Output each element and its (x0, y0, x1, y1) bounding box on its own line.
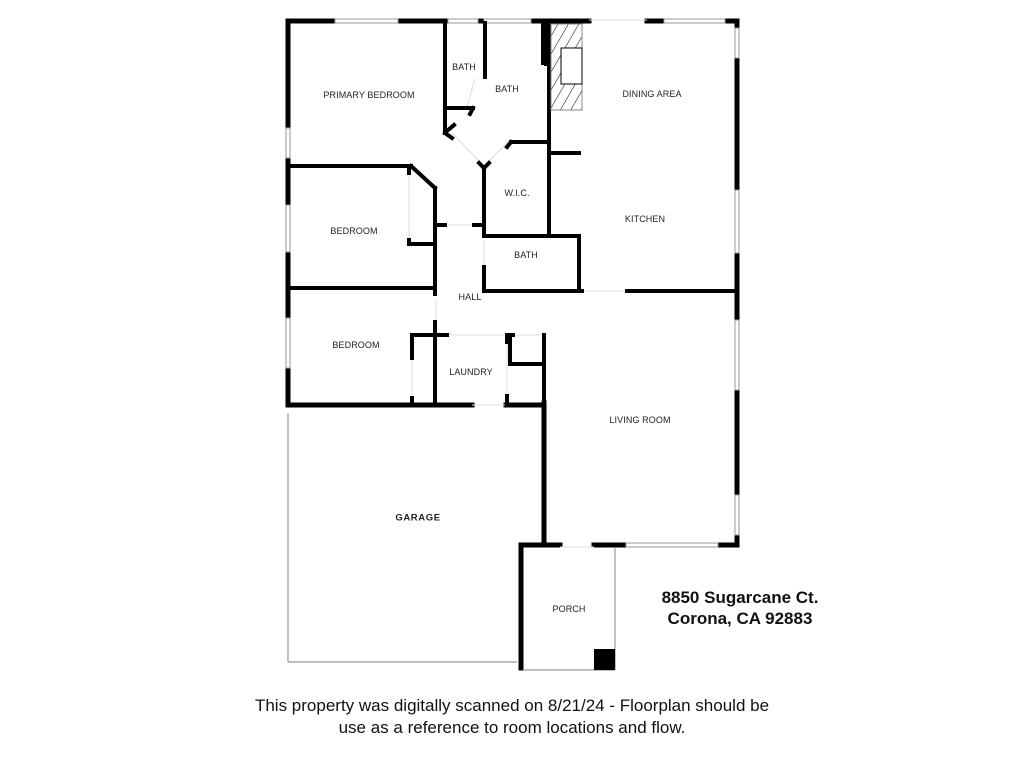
fireplace-hearth (560, 47, 583, 85)
room-label-living-room: LIVING ROOM (609, 415, 671, 425)
room-label-wic: W.I.C. (504, 188, 530, 198)
disclaimer-line-2: use as a reference to room locations and… (338, 718, 686, 737)
room-label-garage: GARAGE (395, 512, 441, 524)
room-label-bath-1: BATH (452, 62, 476, 72)
garage-outline (287, 413, 517, 663)
room-label-bedroom-1: BEDROOM (330, 226, 378, 236)
room-label-bedroom-2: BEDROOM (332, 340, 380, 350)
address-line-2: Corona, CA 92883 (667, 609, 813, 628)
scan-disclaimer: This property was digitally scanned on 8… (255, 695, 769, 739)
windows (285, 18, 740, 548)
property-address: 8850 Sugarcane Ct. Corona, CA 92883 (662, 587, 819, 629)
room-label-bath-2: BATH (495, 84, 519, 94)
exterior-walls (285, 18, 740, 671)
room-label-dining-area: DINING AREA (622, 89, 682, 99)
fireplace-wall (541, 23, 548, 65)
porch-column (594, 649, 615, 670)
room-label-primary-bedroom: PRIMARY BEDROOM (323, 90, 415, 100)
room-label-porch: PORCH (552, 604, 586, 614)
disclaimer-line-1: This property was digitally scanned on 8… (254, 696, 770, 715)
room-label-kitchen: KITCHEN (624, 214, 666, 224)
room-label-laundry: LAUNDRY (449, 367, 493, 377)
room-label-bath-3: BATH (514, 250, 538, 260)
address-line-1: 8850 Sugarcane Ct. (661, 588, 819, 607)
openings (408, 19, 647, 548)
room-label-hall: HALL (458, 292, 482, 302)
interior-walls (286, 21, 739, 407)
